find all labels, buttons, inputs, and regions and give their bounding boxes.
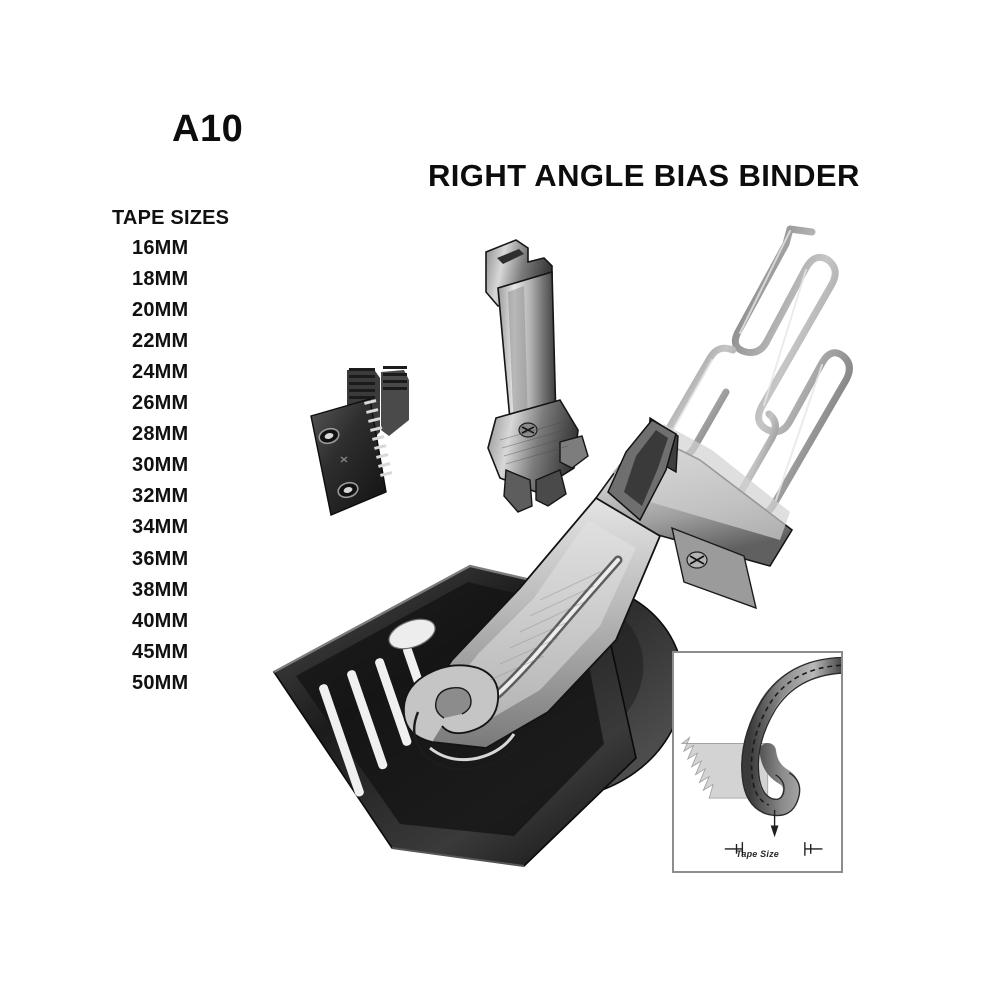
tape-size-item: 26MM [132,392,189,415]
stitch-line [750,664,841,806]
tape-size-item: 22MM [132,329,189,352]
tape-sizes-heading: TAPE SIZES [112,207,230,229]
bound-edge-cross-section [680,656,841,856]
tape-sizes-list: 16MM 18MM 20MM 22MM 24MM 26MM 28MM 30MM 32MM 34MM… [112,233,292,699]
tape-inner-edge [757,672,841,800]
tape-size-item: 20MM [132,298,189,321]
tape-outer-edge [741,656,841,817]
tape-size-item: 16MM [132,236,189,259]
tape-size-caption: Tape Size [736,849,779,859]
tape-size-item: 18MM [132,267,189,290]
tape-size-item: 45MM [132,640,189,663]
tape-sizes-panel: TAPE SIZES 16MM 18MM 20MM 22MM 24MM 26MM 28MM 3… [112,205,292,699]
tape-size-item: 40MM [132,609,189,632]
tape-size-item: 28MM [132,423,189,446]
tape-size-item: 30MM [132,454,189,477]
feed-dog-part [310,366,409,516]
scroll-mounting-screw [686,551,708,569]
tape-size-item: 34MM [132,516,189,539]
presser-foot-screw [518,422,538,438]
wire-tape-guide-highlight [671,230,823,501]
bias-tape-band [741,657,841,816]
tape-size-item: 50MM [132,671,189,694]
inset-detail-box: Tape Size [672,651,843,873]
tape-size-item: 38MM [132,578,189,601]
presser-foot-part [485,239,589,513]
tape-size-item: 36MM [132,547,189,570]
dimension-extension-lines [724,842,823,856]
page-title: RIGHT ANGLE BIAS BINDER [428,158,860,193]
wire-tape-guide-part [660,225,853,520]
tape-size-item: 32MM [132,485,189,508]
tape-size-item: 24MM [132,360,189,383]
dimension-arrow [770,809,779,838]
model-code: A10 [172,108,244,150]
